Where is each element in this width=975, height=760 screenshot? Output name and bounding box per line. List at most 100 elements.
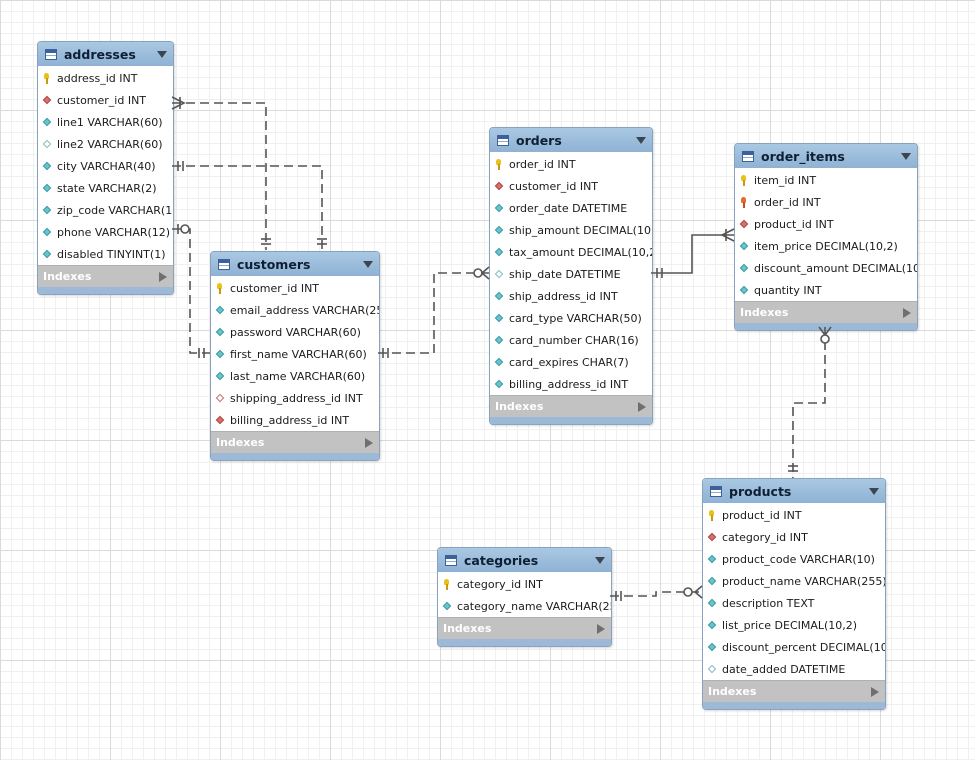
column-row[interactable]: card_type VARCHAR(50) [490,307,652,329]
column-row[interactable]: billing_address_id INT [490,373,652,395]
table-header[interactable]: orders [490,128,652,152]
column-row[interactable]: discount_percent DECIMAL(10,2) [703,636,885,658]
table-header[interactable]: customers [211,252,379,276]
column-row[interactable]: order_id INT [490,153,652,175]
column-label: city VARCHAR(40) [57,159,156,173]
expand-arrow-icon[interactable] [638,401,646,412]
column-row[interactable]: category_id INT [703,526,885,548]
column-row[interactable]: list_price DECIMAL(10,2) [703,614,885,636]
collapse-arrow-icon[interactable] [157,50,167,58]
table-title: categories [464,552,539,568]
table-header[interactable]: categories [438,548,611,572]
column-row[interactable]: date_added DATETIME [703,658,885,680]
column-row[interactable]: order_date DATETIME [490,197,652,219]
indexes-bar[interactable]: Indexes [490,395,652,417]
column-row[interactable]: ship_date DATETIME [490,263,652,285]
collapse-arrow-icon[interactable] [636,136,646,144]
column-row[interactable]: billing_address_id INT [211,409,379,431]
column-label: customer_id INT [57,93,147,107]
indexes-bar[interactable]: Indexes [38,265,173,287]
table-header[interactable]: addresses [38,42,173,66]
diamond-red-icon [215,415,226,426]
column-label: description TEXT [722,596,815,610]
indexes-bar[interactable]: Indexes [703,680,885,702]
column-label: item_price DECIMAL(10,2) [754,239,898,253]
diamond-red-icon [707,532,718,543]
column-row[interactable]: state VARCHAR(2) [38,177,173,199]
column-row[interactable]: city VARCHAR(40) [38,155,173,177]
diamond-icon [42,205,53,216]
table-footer [703,702,885,709]
column-row[interactable]: product_code VARCHAR(10) [703,548,885,570]
table-header[interactable]: order_items [735,144,917,168]
table-header[interactable]: products [703,479,885,503]
column-row[interactable]: product_id INT [735,213,917,235]
column-row[interactable]: quantity INT [735,279,917,301]
column-row[interactable]: zip_code VARCHAR(10) [38,199,173,221]
table-title: products [729,483,792,499]
column-row[interactable]: address_id INT [38,67,173,89]
column-row[interactable]: item_price DECIMAL(10,2) [735,235,917,257]
diamond-icon [739,241,750,252]
column-row[interactable]: email_address VARCHAR(255) [211,299,379,321]
column-label: order_date DATETIME [509,201,628,215]
diamond-icon [42,161,53,172]
column-row[interactable]: item_id INT [735,169,917,191]
expand-arrow-icon[interactable] [159,271,167,282]
column-label: first_name VARCHAR(60) [230,347,367,361]
column-row[interactable]: product_name VARCHAR(255) [703,570,885,592]
column-label: line1 VARCHAR(60) [57,115,163,129]
column-row[interactable]: customer_id INT [490,175,652,197]
column-row[interactable]: password VARCHAR(60) [211,321,379,343]
indexes-bar[interactable]: Indexes [438,617,611,639]
column-row[interactable]: last_name VARCHAR(60) [211,365,379,387]
column-label: password VARCHAR(60) [230,325,361,339]
column-row[interactable]: discount_amount DECIMAL(10,2) [735,257,917,279]
diamond-red-icon [42,95,53,106]
collapse-arrow-icon[interactable] [901,152,911,160]
indexes-label: Indexes [495,400,544,413]
diamond-icon [739,285,750,296]
column-row[interactable]: disabled TINYINT(1) [38,243,173,265]
column-row[interactable]: ship_amount DECIMAL(10,2) [490,219,652,241]
column-row[interactable]: card_expires CHAR(7) [490,351,652,373]
column-label: card_number CHAR(16) [509,333,639,347]
collapse-arrow-icon[interactable] [363,260,373,268]
column-row[interactable]: category_id INT [438,573,611,595]
collapse-arrow-icon[interactable] [595,556,605,564]
column-row[interactable]: ship_address_id INT [490,285,652,307]
column-row[interactable]: shipping_address_id INT [211,387,379,409]
column-row[interactable]: first_name VARCHAR(60) [211,343,379,365]
diamond-icon [707,642,718,653]
expand-arrow-icon[interactable] [365,437,373,448]
expand-arrow-icon[interactable] [903,307,911,318]
column-row[interactable]: line2 VARCHAR(60) [38,133,173,155]
diamond-red-icon [494,181,505,192]
foreign-key-icon [739,196,750,208]
column-row[interactable]: customer_id INT [211,277,379,299]
column-row[interactable]: card_number CHAR(16) [490,329,652,351]
expand-arrow-icon[interactable] [597,623,605,634]
column-row[interactable]: customer_id INT [38,89,173,111]
column-row[interactable]: order_id INT [735,191,917,213]
column-row[interactable]: category_name VARCHAR(255) [438,595,611,617]
indexes-bar[interactable]: Indexes [211,431,379,453]
column-label: last_name VARCHAR(60) [230,369,366,383]
indexes-bar[interactable]: Indexes [735,301,917,323]
column-row[interactable]: phone VARCHAR(12) [38,221,173,243]
collapse-arrow-icon[interactable] [869,487,879,495]
column-row[interactable]: line1 VARCHAR(60) [38,111,173,133]
column-row[interactable]: description TEXT [703,592,885,614]
column-row[interactable]: tax_amount DECIMAL(10,2) [490,241,652,263]
expand-arrow-icon[interactable] [871,686,879,697]
table-footer [211,453,379,460]
column-row[interactable]: product_id INT [703,504,885,526]
